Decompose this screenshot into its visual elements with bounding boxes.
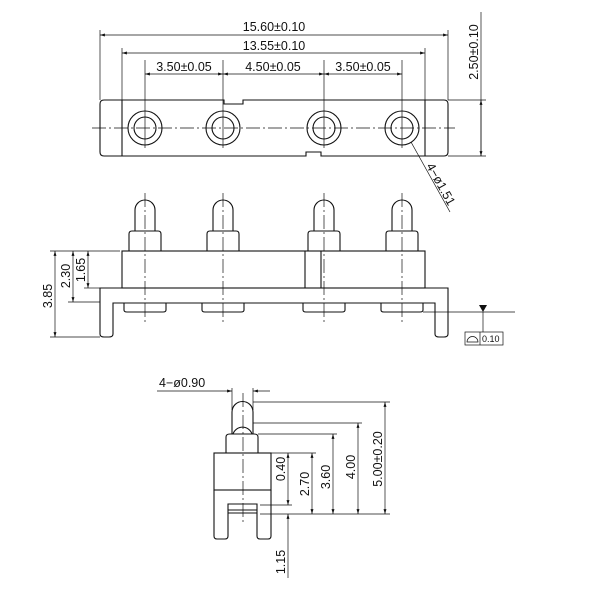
dim-3-60: 3.60 xyxy=(319,465,333,489)
side-view: 4−ø0.90 0.40 2.70 3.60 4.00 5.00±0.20 1.… xyxy=(157,376,390,578)
flatness-value: 0.10 xyxy=(482,334,500,344)
dim-pitch-3: 3.50±0.05 xyxy=(335,60,391,74)
dim-body-length: 13.55±0.10 xyxy=(243,39,306,53)
dim-pitch-1: 3.50±0.05 xyxy=(156,60,212,74)
dim-pitch-2: 4.50±0.05 xyxy=(245,60,301,74)
holes xyxy=(127,60,420,148)
base-plate xyxy=(99,287,449,338)
side-body xyxy=(213,452,272,491)
dim-total-height: 3.85 xyxy=(41,284,55,308)
dim-width: 2.50±0.10 xyxy=(467,24,481,80)
dim-body-height: 1.65 xyxy=(74,258,88,282)
top-outline xyxy=(99,99,449,157)
dim-4-00: 4.00 xyxy=(344,455,358,479)
front-view: 3.85 2.30 1.65 0.10 xyxy=(41,193,515,346)
pin-diameter-callout: 4−ø0.90 xyxy=(159,376,205,390)
dim-1-15: 1.15 xyxy=(274,550,288,574)
pads xyxy=(123,303,424,313)
dim-overall-length: 15.60±0.10 xyxy=(243,20,306,34)
dim-5-00: 5.00±0.20 xyxy=(371,431,385,487)
top-view: 15.60±0.10 13.55±0.10 3.50±0.05 4.50±0.0… xyxy=(92,12,486,213)
dim-2-70: 2.70 xyxy=(298,472,312,496)
flatness-frame: 0.10 xyxy=(464,331,504,346)
profile-surface-icon xyxy=(466,336,479,343)
hole-callout: 4−ø1.51 xyxy=(423,161,458,208)
dim-body-plate-height: 2.30 xyxy=(59,264,73,288)
pins xyxy=(128,199,419,251)
body xyxy=(121,250,426,289)
dim-0-40: 0.40 xyxy=(274,457,288,481)
